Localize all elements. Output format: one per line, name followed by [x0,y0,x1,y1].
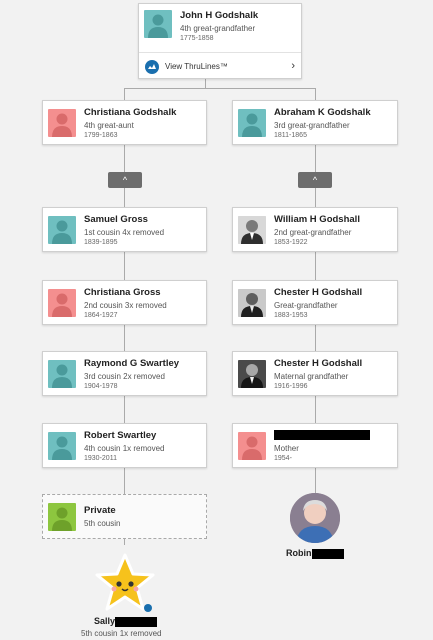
private-silhouette-icon [48,503,76,531]
relationship-label: 3rd great-grandfather [274,121,350,130]
life-dates: 1799-1863 [84,132,118,139]
portrait-photo [238,360,266,388]
relationship-label: Maternal grandfather [274,372,349,381]
view-thrulines-link[interactable]: View ThruLines™ › [139,52,301,82]
expand-generations-button[interactable]: ^ [108,172,142,188]
female-silhouette-icon [48,289,76,317]
connector-line [205,79,206,89]
ancestor-card[interactable]: John H Godshalk 4th great-grandfather 17… [138,3,302,79]
redacted-text [274,430,370,441]
life-dates: 1811-1865 [274,132,307,139]
person-name: Robert Swartley [84,430,157,441]
home-person-photo[interactable] [290,493,340,543]
redacted-text [311,548,344,559]
person-name [274,430,370,441]
person-name: Raymond G Swartley [84,358,180,369]
redacted-text [115,616,158,627]
male-silhouette-icon [48,216,76,244]
connector-line [124,145,125,545]
thrulines-icon [145,60,159,74]
private-person-card[interactable]: Private 5th cousin [42,494,207,539]
male-silhouette-icon [144,10,172,38]
life-dates: 1775-1858 [180,35,214,42]
person-name: John H Godshalk [180,10,259,21]
person-card[interactable]: Raymond G Swartley 3rd cousin 2x removed… [42,351,207,396]
connector-line [315,88,316,100]
male-silhouette-icon [48,432,76,460]
relationship-label: 1st cousin 4x removed [84,228,165,237]
female-silhouette-icon [238,432,266,460]
relationship-label: 2nd great-grandfather [274,228,352,237]
relationship-label: 3rd cousin 2x removed [84,372,165,381]
life-dates: 1930-2011 [84,455,117,462]
person-name: Chester H Godshall [274,358,363,369]
person-card[interactable]: William H Godshall 2nd great-grandfather… [232,207,398,252]
life-dates: 1883-1953 [274,312,308,319]
person-card[interactable]: Robert Swartley 4th cousin 1x removed 19… [42,423,207,468]
person-name: Christiana Godshalk [84,107,177,118]
relationship-label: 5th cousin [84,519,121,528]
match-name: Sally [94,616,158,627]
relationship-label: Great-grandfather [274,301,338,310]
person-card[interactable]: Chester H Godshall Great-grandfather 188… [232,280,398,325]
person-card[interactable]: Abraham K Godshalk 3rd great-grandfather… [232,100,398,145]
portrait-photo [238,216,266,244]
home-person-name: Robin [286,548,344,559]
person-name: Private [84,505,116,516]
star-icon[interactable] [94,552,156,614]
life-dates: 1864-1927 [84,312,118,319]
life-dates: 1954- [274,455,292,462]
person-card[interactable]: Christiana Godshalk 4th great-aunt 1799-… [42,100,207,145]
relationship-label: 4th great-grandfather [180,24,256,33]
thrulines-label: View ThruLines™ [165,62,228,71]
person-card[interactable]: Chester H Godshall Maternal grandfather … [232,351,398,396]
male-silhouette-icon [48,360,76,388]
chevron-right-icon: › [291,60,295,72]
relationship-label: 4th great-aunt [84,121,134,130]
connector-line [124,88,125,100]
person-name: William H Godshall [274,214,360,225]
match-relationship: 5th cousin 1x removed [81,629,162,638]
male-silhouette-icon [238,109,266,137]
female-silhouette-icon [48,109,76,137]
portrait-photo [238,289,266,317]
expand-generations-button[interactable]: ^ [298,172,332,188]
life-dates: 1904-1978 [84,383,118,390]
connector-line [124,88,315,89]
relationship-label: Mother [274,444,299,453]
life-dates: 1853-1922 [274,239,308,246]
person-name: Chester H Godshall [274,287,363,298]
relationship-label: 2nd cousin 3x removed [84,301,167,310]
person-name: Christiana Gross [84,287,161,298]
person-card[interactable]: Christiana Gross 2nd cousin 3x removed 1… [42,280,207,325]
person-card[interactable]: Mother 1954- [232,423,398,468]
life-dates: 1916-1996 [274,383,308,390]
person-card[interactable]: Samuel Gross 1st cousin 4x removed 1839-… [42,207,207,252]
relationship-label: 4th cousin 1x removed [84,444,165,453]
person-name: Samuel Gross [84,214,148,225]
person-name: Abraham K Godshalk [274,107,371,118]
life-dates: 1839-1895 [84,239,118,246]
